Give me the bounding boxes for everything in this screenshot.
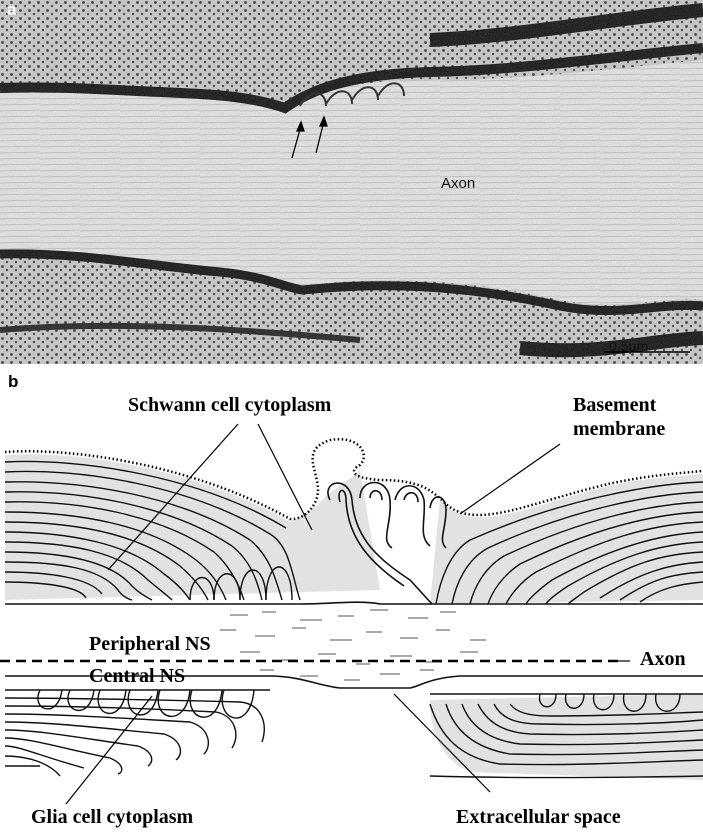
label-extracellular-space: Extracellular space — [456, 806, 621, 828]
glia-lamellae-left — [5, 690, 270, 776]
panel-a-letter: a — [7, 0, 16, 20]
electron-micrograph — [0, 0, 703, 364]
label-basement-line1: Basement — [573, 394, 656, 416]
label-glia-cell-cytoplasm: Glia cell cytoplasm — [31, 806, 193, 828]
scale-bar-label: 0.5μm — [609, 338, 648, 354]
axoplasm-filaments — [220, 610, 486, 680]
label-schwann-cell-cytoplasm: Schwann cell cytoplasm — [128, 394, 331, 416]
axon-membrane-top — [5, 602, 703, 604]
glia-sheath-right — [430, 694, 703, 780]
panel-b-letter: b — [8, 372, 18, 392]
label-peripheral-ns: Peripheral NS — [89, 633, 211, 655]
axon-em-label: Axon — [441, 175, 475, 192]
label-axon: Axon — [640, 648, 686, 670]
label-basement-line2: membrane — [573, 418, 665, 440]
label-central-ns: Central NS — [89, 665, 185, 687]
